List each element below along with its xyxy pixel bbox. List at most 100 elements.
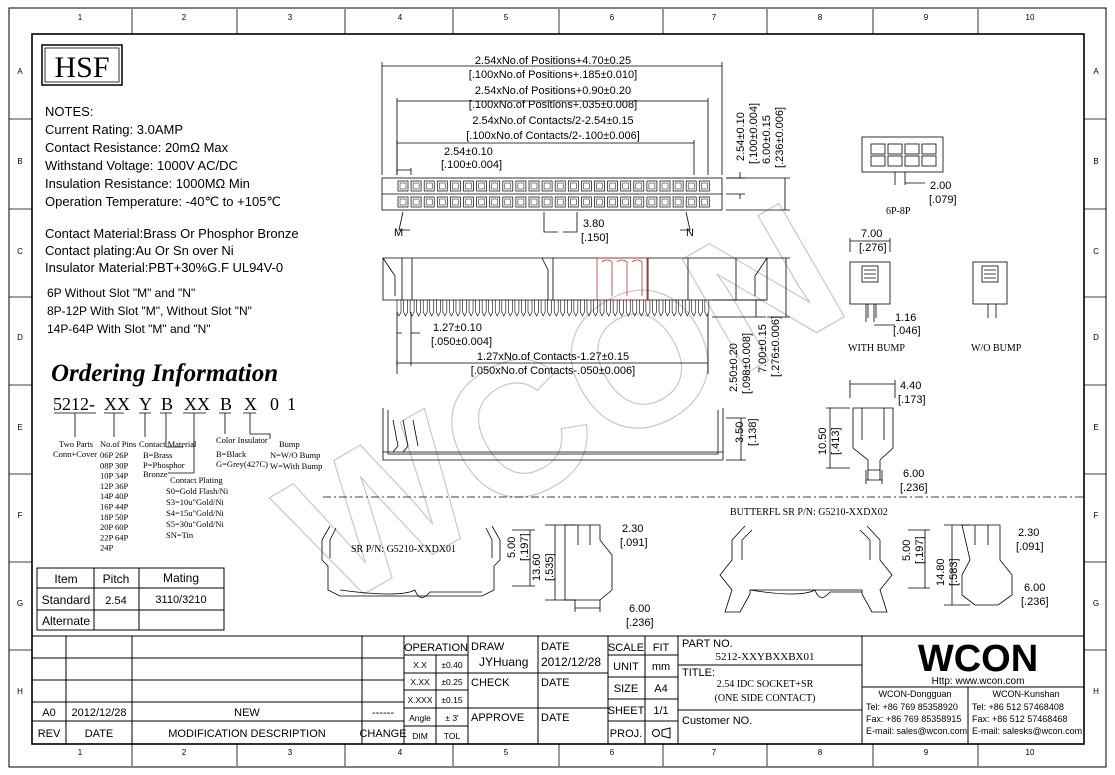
dim-text: [.276±0.006] <box>770 316 782 377</box>
legend-text: P=Phosphor <box>143 460 185 470</box>
code-part: B <box>220 394 232 414</box>
slot-m-label: M <box>394 227 403 239</box>
frame-row-label: D <box>17 333 23 342</box>
sheet-label: SHEET <box>608 705 645 717</box>
legend-text: Conn+Cover <box>53 449 97 459</box>
dim-text: 5.00 <box>901 540 913 561</box>
dim-text: [.413] <box>830 427 842 455</box>
dim-text: [.100xNo.of Positions+.035±0.008] <box>469 99 637 111</box>
slot-line: 8P-12P With Slot "M", Without Slot "N" <box>47 304 252 318</box>
dim-text: 1.27±0.10 <box>433 322 482 334</box>
slot-line: 6P Without Slot "M" and "N" <box>47 286 195 300</box>
frame-col-label: 9 <box>924 748 929 757</box>
sr-label: SR P/N: G5210-XXDX01 <box>351 544 456 555</box>
scale-value: FIT <box>653 642 670 654</box>
frame-row-label: H <box>1093 687 1099 696</box>
frame-row-label: E <box>17 423 22 432</box>
dim-text: [.236±0.006] <box>774 107 786 168</box>
dim-text: [.236] <box>626 617 654 629</box>
legend-text: Color Insulator <box>216 435 268 445</box>
ordering-code: 5212- XX Y B XX B X 0 1 <box>53 394 296 414</box>
frame-row-label: G <box>1093 599 1099 608</box>
legend-text: S3=10u"Gold/Ni <box>166 497 224 507</box>
pin-option: 12P 36P <box>100 481 129 491</box>
rev-header: DATE <box>85 728 114 740</box>
code-part: 1 <box>287 394 296 414</box>
website: Http: www.wcon.com <box>932 676 1025 687</box>
frame-row-label: G <box>17 599 23 608</box>
dim-text: 2.54xNo.of Positions+0.90±0.20 <box>475 85 631 97</box>
frame-row-label: H <box>17 687 23 696</box>
legend-text: S4=15u"Gold/Ni <box>166 508 224 518</box>
date-label: DATE <box>541 641 570 653</box>
code-part: Y <box>139 394 152 414</box>
notes: NOTES: Current Rating: 3.0AMP Contact Re… <box>45 104 299 336</box>
frame-row-label: C <box>1093 247 1099 256</box>
rev-header: REV <box>38 728 61 740</box>
butterfly-view <box>719 524 1013 613</box>
legend-text: B=Black <box>216 449 247 459</box>
dim-text: [.276] <box>859 242 887 254</box>
material-line: Insulator Material:PBT+30%G.F UL94V-0 <box>45 260 283 275</box>
section-view <box>323 408 1084 498</box>
rev-cell: NEW <box>234 707 260 719</box>
pin-option: 08P 30P <box>100 460 129 470</box>
tol-cell: Angle <box>409 713 431 723</box>
legend-text: W=With Bump <box>270 461 322 471</box>
tol-cell: ± 3' <box>445 713 459 723</box>
frame-col-label: 4 <box>398 13 403 22</box>
note-line: Current Rating: 3.0AMP <box>45 122 183 137</box>
dim-text: 2.30 <box>1018 527 1039 539</box>
sheet-value: 1/1 <box>653 705 668 717</box>
dim-text: 2.30 <box>622 523 643 535</box>
frame-col-label: 2 <box>182 748 187 757</box>
frame-col-label: 7 <box>712 13 717 22</box>
dim-text: 4.40 <box>900 380 921 392</box>
pitch-cell: 2.54 <box>105 595 126 607</box>
tol-cell: ±0.25 <box>441 677 462 687</box>
dim-text: 2.54xNo.of Positions+4.70±0.25 <box>475 55 631 67</box>
dim-text: [.100xNo.of Positions+.185±0.010] <box>469 69 637 81</box>
unit-value: mm <box>652 661 670 673</box>
legend-text: No.of Pins <box>100 439 136 449</box>
unit-label: UNIT <box>613 661 639 673</box>
pitch-header: Mating <box>163 571 199 585</box>
tol-cell: X.XX <box>410 677 430 687</box>
frame-col-label: 4 <box>398 748 403 757</box>
note-line: Withstand Voltage: 1000V AC/DC <box>45 158 238 173</box>
frame-col-label: 8 <box>818 748 823 757</box>
dim-text: [.050±0.004] <box>431 336 492 348</box>
end-view <box>826 380 896 484</box>
dim-text: [.150] <box>581 232 609 244</box>
material-line: Contact Material:Brass Or Phosphor Bronz… <box>45 226 299 241</box>
tol-cell: X.XXX <box>407 695 432 705</box>
frame-col-label: 5 <box>504 13 509 22</box>
pitch-table <box>36 567 225 631</box>
pin-option: 18P 50P <box>100 512 129 522</box>
with-bump-label: WITH BUMP <box>848 343 905 354</box>
dim-text: [.535] <box>544 553 556 581</box>
note-line: Contact Resistance: 20mΩ Max <box>45 140 229 155</box>
bf-label: BUTTERFL SR P/N: G5210-XXDX02 <box>730 507 888 518</box>
dim-text: 2.50±0.20 <box>728 343 740 392</box>
sr-view <box>321 524 613 612</box>
dim-text: [.098±0.008] <box>741 333 753 394</box>
hsf-logo: HSF <box>54 51 109 84</box>
part-no: 5212-XXYBXXBX01 <box>716 651 815 663</box>
dim-text: 1.27xNo.of Contacts-1.27±0.15 <box>477 351 629 363</box>
dim-text: [.100±0.004] <box>748 103 760 164</box>
check-label: CHECK <box>471 677 510 689</box>
frame-row-label: F <box>18 511 23 520</box>
frame-row-label: D <box>1093 333 1099 342</box>
frame-col-label: 7 <box>712 748 717 757</box>
title-line: (ONE SIDE CONTACT) <box>715 693 816 704</box>
code-part: 0 <box>270 394 279 414</box>
projection-icon <box>652 727 671 739</box>
pin-option: 14P 40P <box>100 491 129 501</box>
legend-text: Two Parts <box>59 439 93 449</box>
proj-label: PROJ. <box>610 728 642 740</box>
brand-logo: WCON <box>918 638 1038 680</box>
ks-tel: Tel: +86 512 57468408 <box>972 702 1064 712</box>
